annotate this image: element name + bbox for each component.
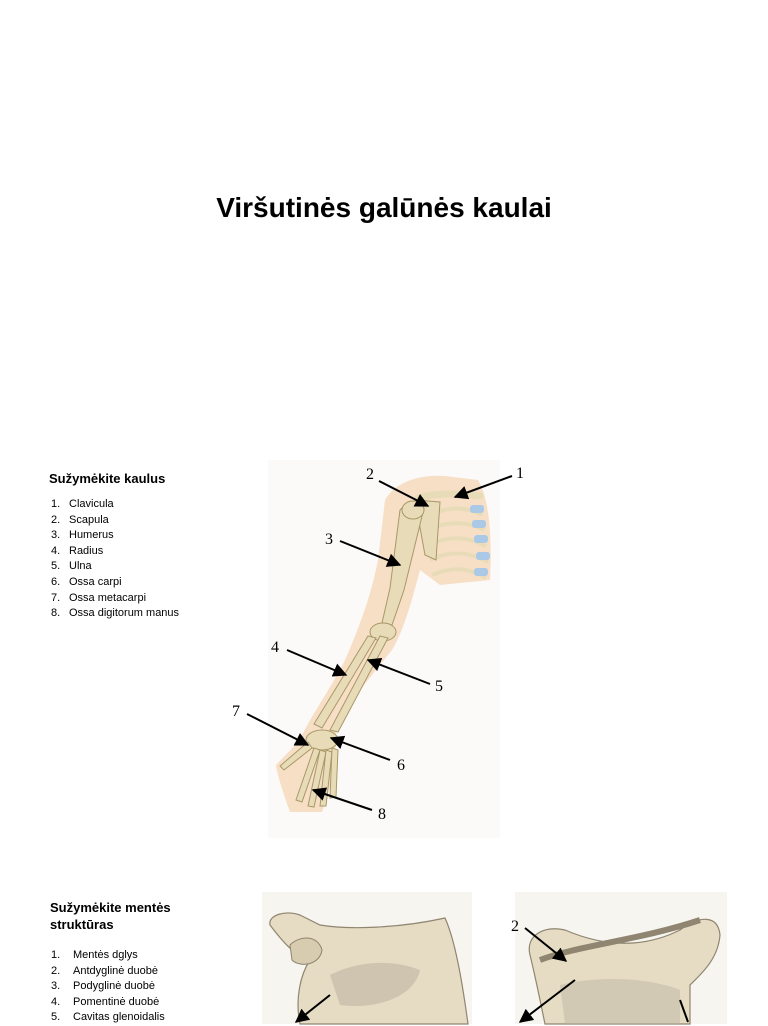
leader-line-6 <box>329 735 391 761</box>
figure-label-6: 6 <box>397 757 405 774</box>
scapula-fossa-shadow <box>560 978 680 1024</box>
list-item: 2.Scapula <box>51 513 109 526</box>
section1-heading: Sužymėkite kaulus <box>49 471 166 486</box>
list-item: 3.Podyglinė duobė <box>51 980 155 993</box>
list-item: 1.Mentės dglys <box>51 949 138 961</box>
list-item: 4.Radius <box>51 544 104 557</box>
list-item: 6.Ossa carpi <box>51 575 122 588</box>
scapula-fossa-shadow <box>330 962 420 1006</box>
leader-line-2 <box>378 480 430 507</box>
list-item: 8.Ossa digitorum manus <box>51 607 180 620</box>
leader-line-scapula-b <box>518 979 576 1023</box>
figure-label-1: 1 <box>516 465 524 482</box>
figure-label-4: 4 <box>271 639 279 656</box>
section2-heading: Sužymėkite mentės struktūras <box>50 900 171 932</box>
leader-line-8 <box>311 787 373 811</box>
leader-line-1 <box>453 475 513 500</box>
costal-cartilage <box>470 505 490 576</box>
leader-lines <box>246 475 513 811</box>
list-item: 2.Antdyglinė duobė <box>51 964 159 977</box>
radius-bone <box>313 635 377 729</box>
leader-line-scapula-2 <box>524 927 568 962</box>
bone-list: 1.Clavicula 2.Scapula 3.Humerus 4.Radius… <box>51 497 179 622</box>
figure-label-8: 8 <box>378 806 386 823</box>
figure-label-5: 5 <box>435 678 443 695</box>
leader-line-scapula-c <box>679 999 689 1023</box>
list-item: 5.Cavitas glenoidalis <box>51 1011 165 1024</box>
figure-label-3: 3 <box>325 531 333 548</box>
list-item: 5.Ulna <box>51 560 92 573</box>
leader-line-7 <box>246 713 310 746</box>
page-title: Viršutinės galūnės kaulai <box>216 192 552 223</box>
list-item: 1.Clavicula <box>51 498 114 510</box>
figure-label-2: 2 <box>366 466 374 483</box>
scapula-figure-label-2: 2 <box>511 918 519 935</box>
figure-label-7: 7 <box>232 703 240 720</box>
leader-line-4 <box>286 649 348 677</box>
leader-line-5 <box>366 658 431 685</box>
list-item: 3.Humerus <box>51 529 114 542</box>
leader-line-3 <box>339 540 402 567</box>
scapula-structure-list: 1.Mentės dglys 2.Antdyglinė duobė 3.Pody… <box>51 948 165 1026</box>
list-item: 7.Ossa metacarpi <box>51 591 147 604</box>
scapula-posterior-view <box>528 918 721 1025</box>
coracoid-process <box>289 937 323 965</box>
leader-line-scapula-a <box>294 994 331 1023</box>
list-item: 4.Pomentinė duobė <box>51 995 160 1008</box>
